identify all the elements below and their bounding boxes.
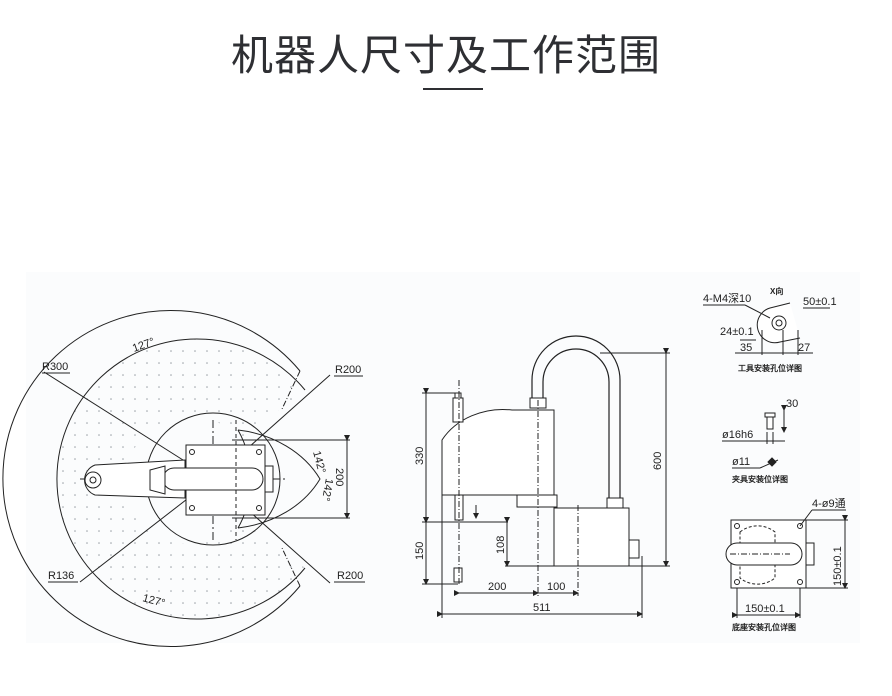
label-angle-right-top: 142° [310, 450, 327, 475]
label-dim-27: 27 [798, 342, 810, 354]
view-label: X向 [770, 286, 783, 296]
arm-body [441, 409, 555, 496]
fixture-caption: 夹具安装位详图 [732, 474, 788, 484]
label-height-108: 108 [495, 536, 507, 554]
base-body [553, 507, 630, 567]
label-pcd: 50±0.1 [803, 296, 837, 308]
base-mount-detail [725, 509, 848, 618]
page-title: 机器人尺寸及工作范围 [230, 31, 661, 80]
label-offset: 24±0.1 [720, 326, 754, 338]
label-stroke-150: 150 [414, 542, 426, 560]
tool-mount-detail [703, 302, 830, 355]
label-dim-30: 30 [786, 398, 798, 410]
base-mount-labels: 4-ø9通 150±0.1 150±0.1 底座安装孔位详图 [731, 497, 846, 632]
label-len-200: 200 [488, 581, 506, 593]
label-height-600: 600 [652, 452, 664, 470]
work-area [56, 339, 305, 619]
base-caption: 底座安装孔位详图 [731, 622, 796, 632]
label-len-511: 511 [533, 602, 551, 614]
tool-caption: 工具安装孔位详图 [738, 363, 802, 373]
label-shaft: ø16h6 [722, 429, 753, 441]
side-view-labels: 330 600 150 108 200 100 511 [414, 447, 664, 614]
label-base-height: 150±0.1 [832, 546, 844, 586]
label-r300: R300 [42, 361, 68, 373]
top-view [2, 310, 365, 647]
outer-reach-arc [2, 310, 301, 647]
label-angle-bottom: 127° [141, 592, 166, 609]
label-height-330: 330 [414, 447, 426, 465]
label-hole: ø11 [732, 456, 750, 468]
label-angle-right-bottom: 142° [319, 477, 335, 502]
label-screw: 4-M4深10 [703, 292, 751, 305]
side-view [422, 335, 670, 618]
label-holes: 4-ø9通 [812, 497, 846, 510]
tool-mount-labels: X向 4-M4深10 50±0.1 24±0.1 35 27 工具安装孔位详图 [703, 286, 837, 373]
fixture-labels: 30 ø16h6 ø11 夹具安装位详图 [722, 398, 798, 484]
cable-arch [531, 335, 621, 505]
label-r200-bottom: R200 [337, 570, 363, 582]
label-r200-top: R200 [335, 364, 361, 376]
work-area-outer [56, 338, 306, 620]
label-width-200: 200 [333, 468, 345, 486]
arm-link-1 [162, 467, 264, 491]
label-len-100: 100 [547, 581, 565, 593]
label-r136: R136 [48, 570, 74, 582]
label-base-width: 150±0.1 [745, 603, 785, 615]
label-dim-35: 35 [740, 342, 752, 354]
fixture-detail [722, 405, 787, 469]
title-underline [423, 88, 483, 90]
